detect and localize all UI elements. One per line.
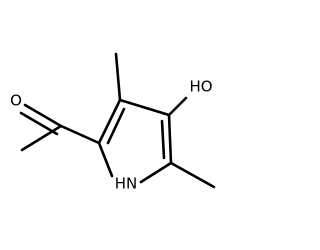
bond-n1-c2 [97, 141, 114, 178]
bond-c4-c5-inner [160, 119, 166, 160]
bond-c2-c3 [97, 98, 122, 145]
bond-carbonyl-ring [59, 124, 101, 145]
bond-c2-c3-inner [106, 107, 126, 145]
hydroxyl-label: HO [189, 78, 212, 96]
bond-c4-hydroxyl [167, 96, 188, 117]
bond-c3-methyl [114, 52, 122, 102]
ring-nitrogen-label: HN [115, 175, 138, 193]
carbonyl-oxygen-label: O [10, 92, 22, 110]
bond-c4-c5 [167, 113, 173, 165]
bond-c5-methyl [169, 161, 216, 189]
bond-methyl-carbonyl [20, 124, 63, 152]
bond-c3-c4 [118, 98, 171, 117]
bond-carbonyl-oxygen-a [23, 103, 63, 128]
molecule-structure: O HO HN [10, 52, 216, 193]
bond-carbonyl-oxygen-b [19, 111, 59, 136]
bond-c5-n1 [139, 161, 173, 184]
